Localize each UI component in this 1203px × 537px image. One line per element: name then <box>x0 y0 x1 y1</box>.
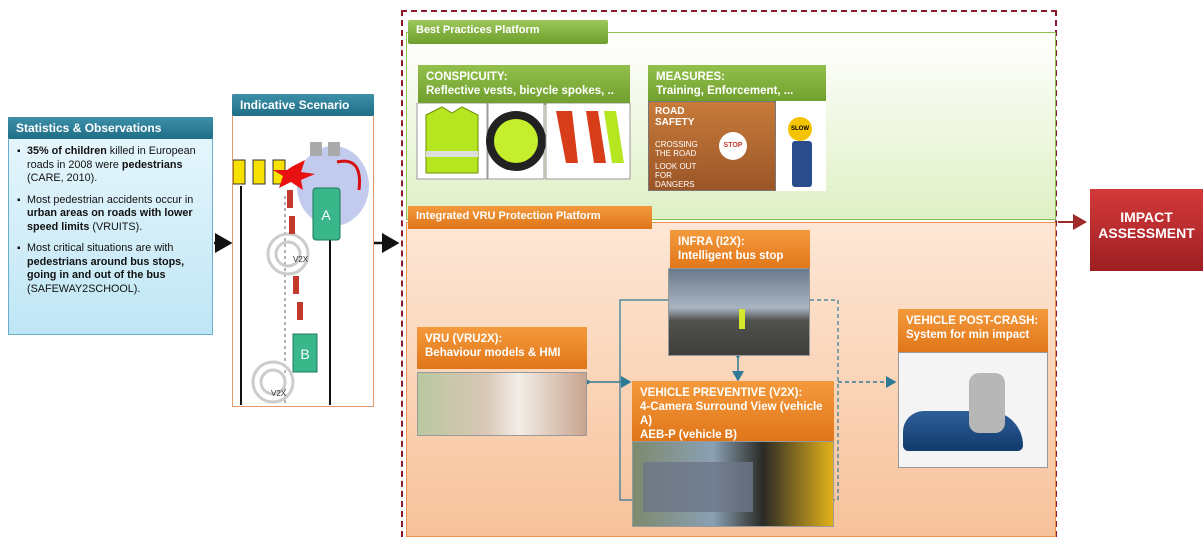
infra-box: INFRA (I2X): Intelligent bus stop <box>670 230 810 270</box>
measures-box: MEASURES: Training, Enforcement, ... <box>648 65 826 103</box>
vru-platform-title: Integrated VRU Protection Platform <box>408 206 652 229</box>
scenario-illustration: A V2X B V2X <box>233 142 369 405</box>
vehicle-preventive-box: VEHICLE PREVENTIVE (V2X): 4-Camera Surro… <box>632 381 834 441</box>
vehicle-b-label: B <box>300 346 309 362</box>
vehicle-preventive-line2: AEB-P (vehicle B) <box>640 429 737 441</box>
vehicle-preventive-title: VEHICLE PREVENTIVE (V2X): <box>640 387 803 399</box>
stats-bullet-list: 35% of children killed in European roads… <box>9 139 212 296</box>
scenario-title: Indicative Scenario <box>232 94 374 116</box>
vehicle-a-label: A <box>321 207 331 223</box>
road-safety-item1: CROSSING THE ROAD <box>655 140 698 158</box>
platform-outer-frame <box>401 10 1057 537</box>
post-crash-subtitle: System for min impact <box>906 329 1030 341</box>
conspicuity-title: CONSPICUITY: <box>426 71 508 83</box>
stats-panel: Statistics & Observations 35% of childre… <box>8 117 213 335</box>
conspicuity-subtitle: Reflective vests, bicycle spokes, .. <box>426 85 614 97</box>
road-safety-item2: LOOK OUT FOR DANGERS <box>655 162 697 189</box>
intelligent-bus-stop-photo <box>668 268 810 356</box>
post-crash-title: VEHICLE POST-CRASH: <box>906 315 1039 327</box>
stats-bullet-text: (VRUITS). <box>89 220 143 233</box>
stats-bullet-text: urban areas on roads with lower speed li… <box>27 207 193 233</box>
road-safety-line1: ROAD <box>655 106 685 117</box>
stats-bullet-text: pedestrians <box>121 158 183 171</box>
stats-bullet-text: Most pedestrian accidents occur in <box>27 193 194 206</box>
vehicle-preventive-line1: 4-Camera Surround View (vehicle A) <box>640 401 823 427</box>
post-crash-photo <box>898 352 1048 468</box>
stats-bullet-text: killed in European roads in 2008 were <box>27 145 196 171</box>
stats-bullet-text: (CARE, 2010). <box>27 172 98 184</box>
measures-title: MEASURES: <box>656 71 726 83</box>
stats-bullet-text: (SAFEWAY2SCHOOL). <box>27 282 141 295</box>
infra-subtitle: Intelligent bus stop <box>678 250 784 262</box>
scenario-panel: Indicative Scenario A V2X B V2X <box>232 94 374 407</box>
slow-sign-icon: SLOW <box>788 117 812 141</box>
conspicuity-box: CONSPICUITY: Reflective vests, bicycle s… <box>418 65 630 105</box>
stats-bullet: Most pedestrian accidents occur in urban… <box>17 194 206 235</box>
stats-title: Statistics & Observations <box>8 117 213 139</box>
infra-title: INFRA (I2X): <box>678 236 745 248</box>
v2x-label-a: V2X <box>293 255 309 264</box>
stop-sign-icon: STOP <box>719 132 747 160</box>
vru-hmi-photo <box>417 372 587 436</box>
v2x-label-b: V2X <box>271 389 287 398</box>
best-practices-title: Best Practices Platform <box>408 20 608 44</box>
stats-bullet-text: Most critical situations are with <box>27 242 174 254</box>
road-safety-slide-image: ROAD SAFETY CROSSING THE ROAD LOOK OUT F… <box>648 101 776 191</box>
impact-line1: IMPACT <box>1120 209 1173 225</box>
vehicle-preventive-photo <box>632 441 834 527</box>
stats-bullet: 35% of children killed in European roads… <box>17 145 206 186</box>
vru-box: VRU (VRU2X): Behaviour models & HMI <box>417 327 587 369</box>
post-crash-box: VEHICLE POST-CRASH: System for min impac… <box>898 309 1048 353</box>
road-safety-line2: SAFETY <box>655 117 695 128</box>
measures-subtitle: Training, Enforcement, ... <box>656 85 794 97</box>
stats-bullet-text: 35% of children <box>27 145 107 157</box>
stats-bullet: Most critical situations are with pedest… <box>17 242 206 296</box>
impact-line2: ASSESSMENT <box>1098 225 1195 241</box>
reflective-straps-image <box>556 111 606 163</box>
conspicuity-images <box>416 103 631 180</box>
impact-assessment-box: IMPACT ASSESSMENT <box>1090 189 1203 271</box>
vru-subtitle: Behaviour models & HMI <box>425 347 561 359</box>
crossing-guard-image: SLOW <box>776 101 826 191</box>
stats-bullet-text: pedestrians around bus stops, going in a… <box>27 255 185 282</box>
vru-title: VRU (VRU2X): <box>425 333 503 345</box>
